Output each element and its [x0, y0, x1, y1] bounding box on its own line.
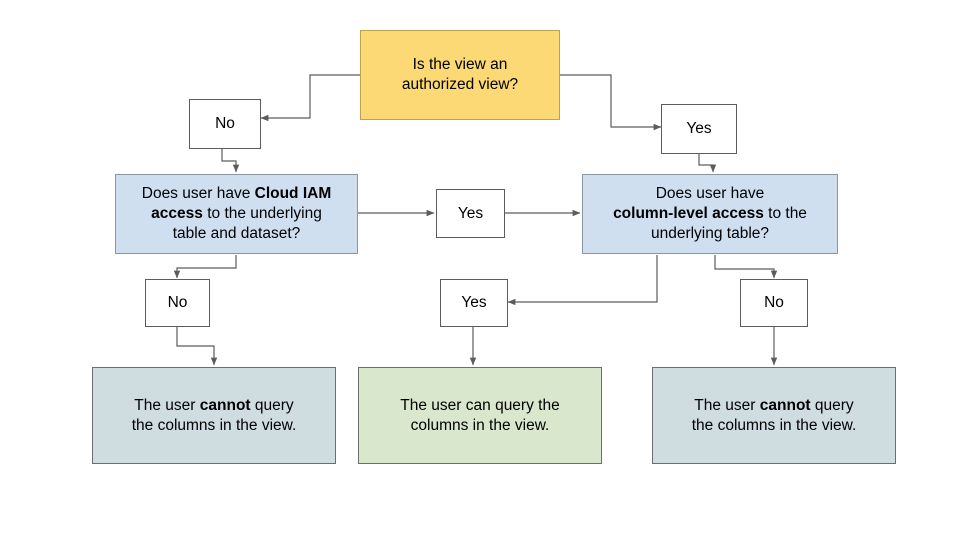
choice-yes-middle-label: Yes: [457, 204, 484, 222]
edge-iam-to-no: [173, 255, 237, 279]
edge-no-to-deny-left: [176, 327, 218, 366]
edge-start-to-no: [260, 74, 360, 122]
choice-no-right-label: No: [764, 294, 784, 312]
choice-no-right[interactable]: No: [740, 279, 808, 327]
edge-column-to-no: [714, 255, 778, 279]
choice-no-left[interactable]: No: [145, 279, 210, 327]
choice-yes-middle[interactable]: Yes: [436, 189, 505, 238]
choice-yes-top-label: Yes: [686, 120, 712, 138]
choice-no-left-label: No: [167, 294, 188, 312]
edge-no-to-iam: [221, 149, 240, 173]
choice-yes-bottom-label: Yes: [461, 294, 487, 312]
choice-no-top[interactable]: No: [189, 99, 261, 149]
edge-start-to-yes: [560, 74, 662, 131]
edge-column-to-yes: [507, 255, 658, 306]
choice-no-top-label: No: [215, 115, 235, 133]
edge-yes-to-column: [698, 154, 717, 173]
choice-yes-top[interactable]: Yes: [661, 104, 737, 154]
choice-yes-bottom[interactable]: Yes: [440, 279, 508, 327]
